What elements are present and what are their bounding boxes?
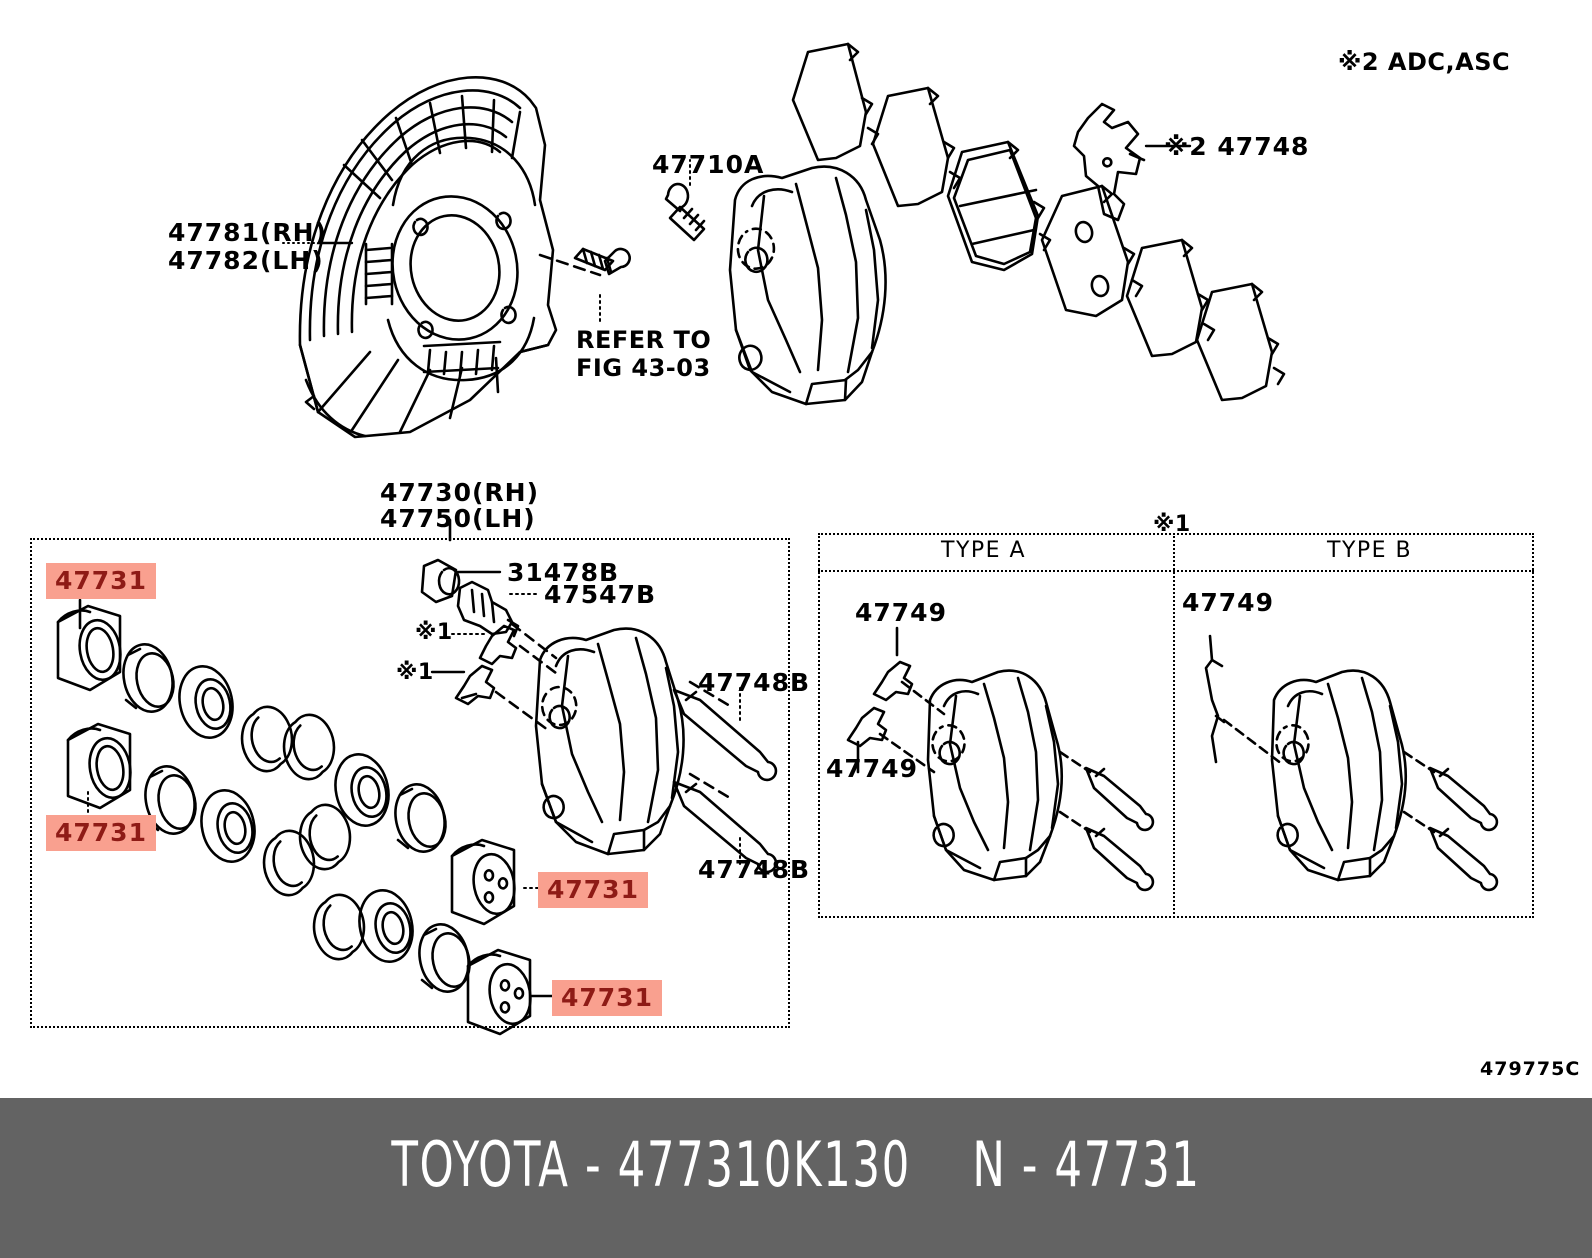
- label-type-table-note: ※1: [1153, 512, 1191, 537]
- label-note1-clip-a: ※1: [415, 620, 453, 645]
- label-bleeder-cap: 31478B: [507, 558, 620, 587]
- type-a-pin-2-art: [1084, 826, 1155, 892]
- label-pad-support-plate: ※2 47748: [1164, 132, 1310, 161]
- label-dust-cover-lh: 47782(LH): [168, 246, 324, 275]
- seal-4-art: [358, 889, 414, 963]
- label-refer-to-line2: FIG 43-03: [576, 354, 711, 382]
- snap-ring-4-art: [298, 803, 352, 871]
- label-bleeder-plug: 47547B: [544, 580, 657, 609]
- type-variants-box: [818, 533, 1534, 918]
- piston-3-art: [450, 838, 516, 926]
- type-b-clip-art: [1204, 634, 1226, 764]
- type-a-clip-1-art: [872, 660, 914, 702]
- label-caliper-bolt: 47710A: [652, 150, 765, 179]
- label-slide-pin-bottom: 47748B: [698, 855, 811, 884]
- type-a-caliper-art: [926, 669, 1063, 882]
- label-refer-to-line1: REFER TO: [576, 326, 712, 354]
- type-table-column-divider: [1173, 533, 1175, 918]
- snap-ring-1-art: [240, 705, 294, 773]
- boxed-caliper-art: [534, 627, 685, 856]
- label-caliper-assy-rh: 47730(RH): [380, 478, 539, 507]
- type-a-pin-1-art: [1084, 766, 1155, 832]
- slide-pin-2-art: [672, 780, 778, 874]
- note-adc-asc: ※2 ADC,ASC: [1338, 48, 1511, 76]
- label-note1-clip-b: ※1: [396, 660, 434, 685]
- footer-bar: [0, 1098, 1592, 1258]
- type-b-pin-1-art: [1428, 766, 1499, 832]
- brake-pads-art: [791, 42, 1286, 402]
- dust-boot-3-art: [394, 783, 447, 853]
- label-type-b-clip: 47749: [1182, 588, 1274, 617]
- seal-3-art: [334, 753, 390, 827]
- caliper-body-art: [728, 165, 887, 406]
- drawing-number: 479775C: [1480, 1058, 1581, 1080]
- label-type-a-clip-bottom: 47749: [826, 754, 918, 783]
- label-caliper-assy-lh: 47750(LH): [380, 504, 536, 533]
- label-piston-3-highlight: 47731: [538, 872, 648, 908]
- seal-2-art: [200, 789, 256, 863]
- type-a-clip-2-art: [846, 706, 888, 748]
- seal-1-art: [178, 665, 234, 739]
- dust-cover-bolt-art: [538, 247, 631, 326]
- snap-ring-5-art: [312, 893, 366, 961]
- label-piston-2-highlight: 47731: [46, 815, 156, 851]
- type-b-pin-2-art: [1428, 826, 1499, 892]
- pad-support-clip-art: [1072, 102, 1146, 222]
- caliper-clip-1-art: [478, 624, 518, 666]
- caliper-kit-box: [30, 538, 790, 1028]
- label-type-a: TYPE A: [941, 538, 1027, 563]
- label-piston-1-highlight: 47731: [46, 563, 156, 599]
- bleeder-cap-art: [420, 558, 461, 604]
- dust-cover-art: [298, 76, 558, 439]
- caliper-bolt-art: [664, 159, 706, 242]
- label-type-b: TYPE B: [1327, 538, 1413, 563]
- piston-1-art: [56, 604, 122, 692]
- label-piston-4-highlight: 47731: [552, 980, 662, 1016]
- piston-2-art: [66, 722, 132, 810]
- snap-ring-3-art: [282, 713, 336, 781]
- type-b-caliper-art: [1270, 669, 1407, 882]
- label-dust-cover-rh: 47781(RH): [168, 218, 327, 247]
- slide-pin-1-art: [672, 688, 778, 782]
- type-table-header-divider: [818, 570, 1534, 572]
- label-type-a-clip-top: 47749: [855, 598, 947, 627]
- seal-kit-art: [56, 604, 532, 1036]
- piston-4-art: [466, 948, 532, 1036]
- footer-part-label: TOYOTA - 477310K130 N - 47731: [391, 1128, 1201, 1201]
- dust-boot-1-art: [122, 643, 175, 713]
- label-slide-pin-top: 47748B: [698, 668, 811, 697]
- caliper-clip-2-art: [454, 664, 496, 706]
- dust-boot-4-art: [418, 923, 471, 993]
- snap-ring-2-art: [262, 829, 316, 897]
